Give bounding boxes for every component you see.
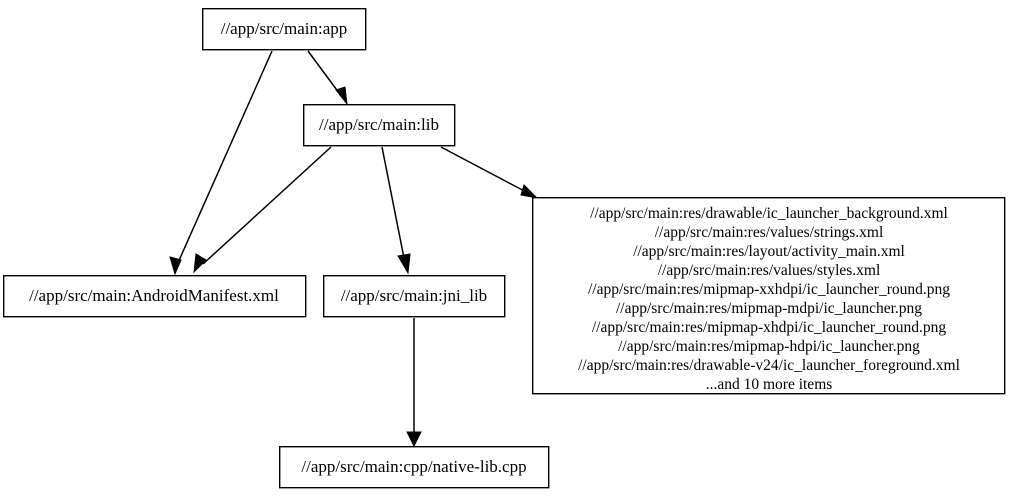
node-label: //app/src/main:cpp/native-lib.cpp bbox=[301, 457, 526, 476]
arrowhead-icon bbox=[397, 253, 411, 275]
node-label-line-3: //app/src/main:res/layout/activity_main.… bbox=[633, 243, 905, 260]
node-label: //app/src/main:jni_lib bbox=[341, 286, 487, 305]
edge-line bbox=[307, 50, 343, 98]
node-label-line-5: //app/src/main:res/mipmap-xxhdpi/ic_laun… bbox=[588, 281, 950, 298]
arrowhead-icon bbox=[193, 253, 207, 274]
node-box[interactable] bbox=[279, 446, 550, 489]
node-resources[interactable]: //app/src/main:res/drawable/ic_launcher_… bbox=[532, 196, 1006, 395]
node-label-line-9: //app/src/main:res/drawable-v24/ic_launc… bbox=[578, 357, 960, 374]
edge-jni-lib-to-native-lib bbox=[406, 318, 422, 448]
edge-lib-to-jni-lib bbox=[381, 146, 411, 275]
edge-app-to-lib bbox=[307, 50, 348, 106]
node-box[interactable] bbox=[3, 275, 307, 318]
node-label: //app/src/main:AndroidManifest.xml bbox=[29, 286, 279, 305]
node-label-line-2: //app/src/main:res/values/strings.xml bbox=[655, 224, 884, 241]
node-label-line-7: //app/src/main:res/mipmap-xhdpi/ic_launc… bbox=[592, 319, 947, 336]
edge-app-to-manifest bbox=[169, 50, 273, 276]
node-label-line-10: ...and 10 more items bbox=[706, 376, 833, 393]
edge-line bbox=[202, 146, 332, 265]
edges-layer bbox=[169, 50, 539, 448]
edge-line bbox=[176, 50, 273, 266]
node-label-line-1: //app/src/main:res/drawable/ic_launcher_… bbox=[590, 205, 948, 222]
node-native-lib-cpp[interactable]: //app/src/main:cpp/native-lib.cpp bbox=[279, 446, 550, 489]
node-android-manifest[interactable]: //app/src/main:AndroidManifest.xml bbox=[3, 275, 307, 318]
node-label: //app/src/main:app bbox=[221, 19, 348, 38]
edge-line bbox=[381, 146, 405, 259]
node-box[interactable] bbox=[201, 7, 367, 51]
node-label-line-6: //app/src/main:res/mipmap-mdpi/ic_launch… bbox=[616, 300, 922, 317]
arrowhead-icon bbox=[406, 431, 422, 448]
arrowhead-icon bbox=[335, 86, 348, 106]
node-lib[interactable]: //app/src/main:lib bbox=[303, 103, 456, 147]
node-box[interactable] bbox=[532, 196, 1006, 395]
node-box[interactable] bbox=[323, 275, 506, 318]
node-app[interactable]: //app/src/main:app bbox=[201, 7, 367, 51]
edge-line bbox=[440, 146, 529, 194]
node-box[interactable] bbox=[303, 103, 456, 147]
node-jni-lib[interactable]: //app/src/main:jni_lib bbox=[323, 275, 506, 318]
arrowhead-icon bbox=[520, 184, 539, 199]
arrowhead-icon bbox=[169, 256, 182, 276]
nodes-layer: //app/src/main:app //app/src/main:lib //… bbox=[3, 7, 1006, 489]
node-label-line-8: //app/src/main:res/mipmap-hdpi/ic_launch… bbox=[618, 338, 920, 355]
edge-lib-to-resources bbox=[440, 146, 539, 199]
node-label: //app/src/main:lib bbox=[319, 115, 439, 134]
edge-lib-to-manifest bbox=[193, 146, 332, 274]
node-label-line-4: //app/src/main:res/values/styles.xml bbox=[658, 262, 881, 279]
